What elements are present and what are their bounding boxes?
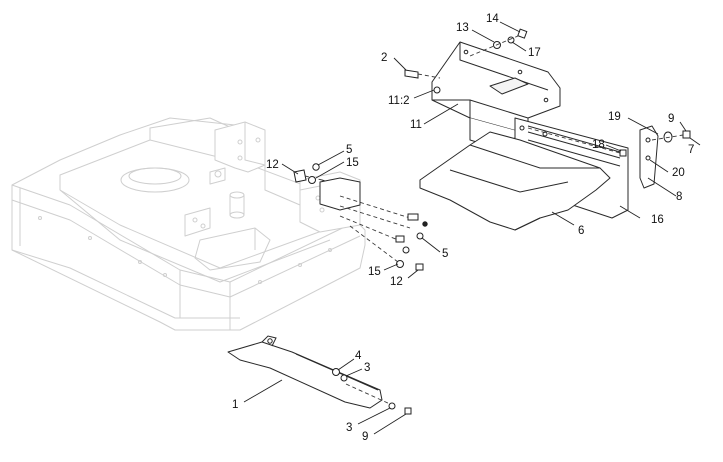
- callout-16: 16: [651, 214, 664, 226]
- callout-9-upper: 9: [668, 113, 674, 125]
- callout-3-upper: 3: [364, 362, 370, 374]
- bracket-part-11: [431, 41, 561, 147]
- callout-7: 7: [688, 144, 694, 156]
- callout-9-lower: 9: [362, 431, 368, 443]
- mower-deck-ghost: [11, 117, 366, 331]
- callout-20: 20: [672, 167, 685, 179]
- callout-13: 13: [456, 22, 469, 34]
- callout-14: 14: [486, 13, 499, 25]
- deflector-plate-part-6: [419, 131, 611, 231]
- callout-12-upper: 12: [266, 159, 279, 171]
- callout-1: 1: [232, 399, 238, 411]
- callout-12-lower: 12: [390, 276, 403, 288]
- callout-5-lower: 5: [442, 248, 448, 260]
- hardware-middle: [293, 163, 428, 271]
- leader-lines: [243, 21, 701, 435]
- callout-labels: 1 2 3 3 4 5 5 6 7 8 9 9 11 11:2 12 12 13…: [232, 13, 694, 443]
- hardware-upper-right: [404, 28, 691, 157]
- callout-15-lower: 15: [368, 266, 381, 278]
- callout-11: 11: [410, 119, 422, 131]
- callout-19: 19: [608, 111, 621, 123]
- callout-5-upper: 5: [346, 144, 352, 156]
- callout-15-upper: 15: [346, 157, 359, 169]
- callout-2: 2: [381, 52, 387, 64]
- callout-3-lower: 3: [346, 422, 352, 434]
- clip-bracket-8-20: [639, 125, 659, 189]
- skid-plate-part-1: [227, 335, 412, 415]
- callout-8: 8: [676, 191, 682, 203]
- callout-6: 6: [578, 225, 584, 237]
- callout-18: 18: [592, 139, 605, 151]
- callout-11-2: 11:2: [388, 95, 410, 107]
- callout-17: 17: [528, 47, 541, 59]
- callout-4: 4: [355, 350, 362, 362]
